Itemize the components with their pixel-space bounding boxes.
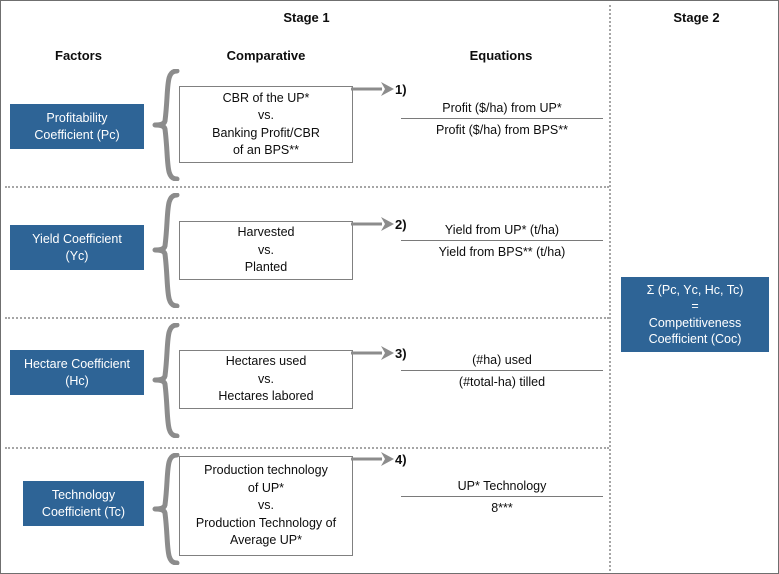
comparative-box-technology: Production technology of UP* vs. Product… (179, 456, 353, 556)
factor-label-line: Yield Coefficient (32, 231, 122, 246)
fraction-numerator: Profit ($/ha) from UP* (442, 101, 562, 115)
column-header-factors: Factors (55, 48, 102, 63)
comparative-line: Banking Profit/CBR (212, 125, 320, 140)
summary-line: Σ (Pc, Yc, Hc, Tc) (646, 282, 744, 297)
comparative-line: vs. (258, 371, 274, 386)
row-separator-2 (5, 317, 609, 319)
comparative-line: Hectares used (225, 354, 307, 369)
brace-row-2 (151, 193, 181, 308)
arrow-icon (351, 216, 395, 232)
comparative-line: vs. (258, 108, 274, 122)
fraction-bar (401, 118, 603, 119)
comparative-box-hectare: Hectares used vs. Hectares labored (179, 350, 353, 409)
arrow-icon (351, 345, 395, 361)
fraction-numerator: (#ha) used (472, 353, 532, 367)
equation-fraction-4: UP* Technology 8*** (401, 479, 603, 515)
fraction-bar (401, 496, 603, 497)
factor-label-line: (Hc) (65, 373, 89, 388)
factor-label-line: Profitability (46, 110, 108, 125)
factor-label-line: (Yc) (65, 248, 89, 263)
fraction-denominator: Yield from BPS** (t/ha) (438, 245, 566, 259)
column-header-equations: Equations (469, 48, 533, 63)
comparative-line: vs. (258, 498, 274, 513)
equation-number-2: 2) (395, 217, 407, 232)
fraction-denominator: Profit ($/ha) from BPS** (436, 123, 568, 137)
equation-fraction-2: Yield from UP* (t/ha) Yield from BPS** (… (401, 223, 603, 259)
factor-label-line: Technology (51, 487, 116, 502)
equation-number-4: 4) (395, 452, 407, 467)
factor-label-line: Hectare Coefficient (23, 356, 131, 371)
factor-box-technology-coefficient: Technology Coefficient (Tc) (23, 481, 144, 526)
comparative-line: CBR of the UP* (222, 90, 310, 105)
stage-2-title: Stage 2 (673, 10, 720, 25)
fraction-bar (401, 240, 603, 241)
factor-label-line: Coefficient (Pc) (34, 127, 120, 142)
comparative-line: Harvested (237, 225, 295, 240)
equation-fraction-1: Profit ($/ha) from UP* Profit ($/ha) fro… (401, 101, 603, 137)
brace-row-1 (151, 69, 181, 181)
summary-line: = (691, 299, 699, 313)
fraction-denominator: 8*** (491, 501, 513, 515)
equation-fraction-3: (#ha) used (#total-ha) tilled (401, 353, 603, 389)
arrow-icon (351, 81, 395, 97)
fraction-numerator: UP* Technology (457, 479, 547, 493)
equation-number-1: 1) (395, 82, 407, 97)
summary-line: Coefficient (Coc) (648, 332, 742, 346)
summary-line: Competitiveness (648, 315, 742, 330)
comparative-box-yield: Harvested vs. Planted (179, 221, 353, 280)
comparative-line: vs. (258, 242, 274, 257)
factor-box-profitability-coefficient: Profitability Coefficient (Pc) (10, 104, 144, 149)
row-separator-1 (5, 186, 609, 188)
row-separator-3 (5, 447, 609, 449)
stage-separator (609, 5, 611, 571)
fraction-numerator: Yield from UP* (t/ha) (444, 223, 560, 237)
arrow-icon (351, 451, 395, 467)
brace-row-4 (151, 453, 181, 565)
comparative-line: Hectares labored (218, 389, 314, 404)
comparative-line: Production Technology of (195, 515, 337, 530)
brace-row-3 (151, 323, 181, 438)
comparative-line: of UP* (247, 480, 285, 495)
fraction-bar (401, 370, 603, 371)
column-header-comparative: Comparative (226, 48, 306, 63)
comparative-line: Planted (244, 260, 288, 275)
comparative-box-profitability: CBR of the UP* vs. Banking Profit/CBR of… (179, 86, 353, 163)
factor-label-line: Coefficient (Tc) (41, 504, 126, 519)
summary-box-competitiveness-coefficient: Σ (Pc, Yc, Hc, Tc) = Competitiveness Coe… (621, 277, 769, 352)
comparative-line: Production technology (204, 463, 328, 478)
equation-number-3: 3) (395, 346, 407, 361)
comparative-line: Average UP* (229, 533, 303, 548)
factor-box-hectare-coefficient: Hectare Coefficient (Hc) (10, 350, 144, 395)
stage-1-title: Stage 1 (283, 10, 330, 25)
fraction-denominator: (#total-ha) tilled (458, 375, 546, 389)
comparative-line: of an BPS** (232, 143, 299, 157)
factor-box-yield-coefficient: Yield Coefficient (Yc) (10, 225, 144, 270)
